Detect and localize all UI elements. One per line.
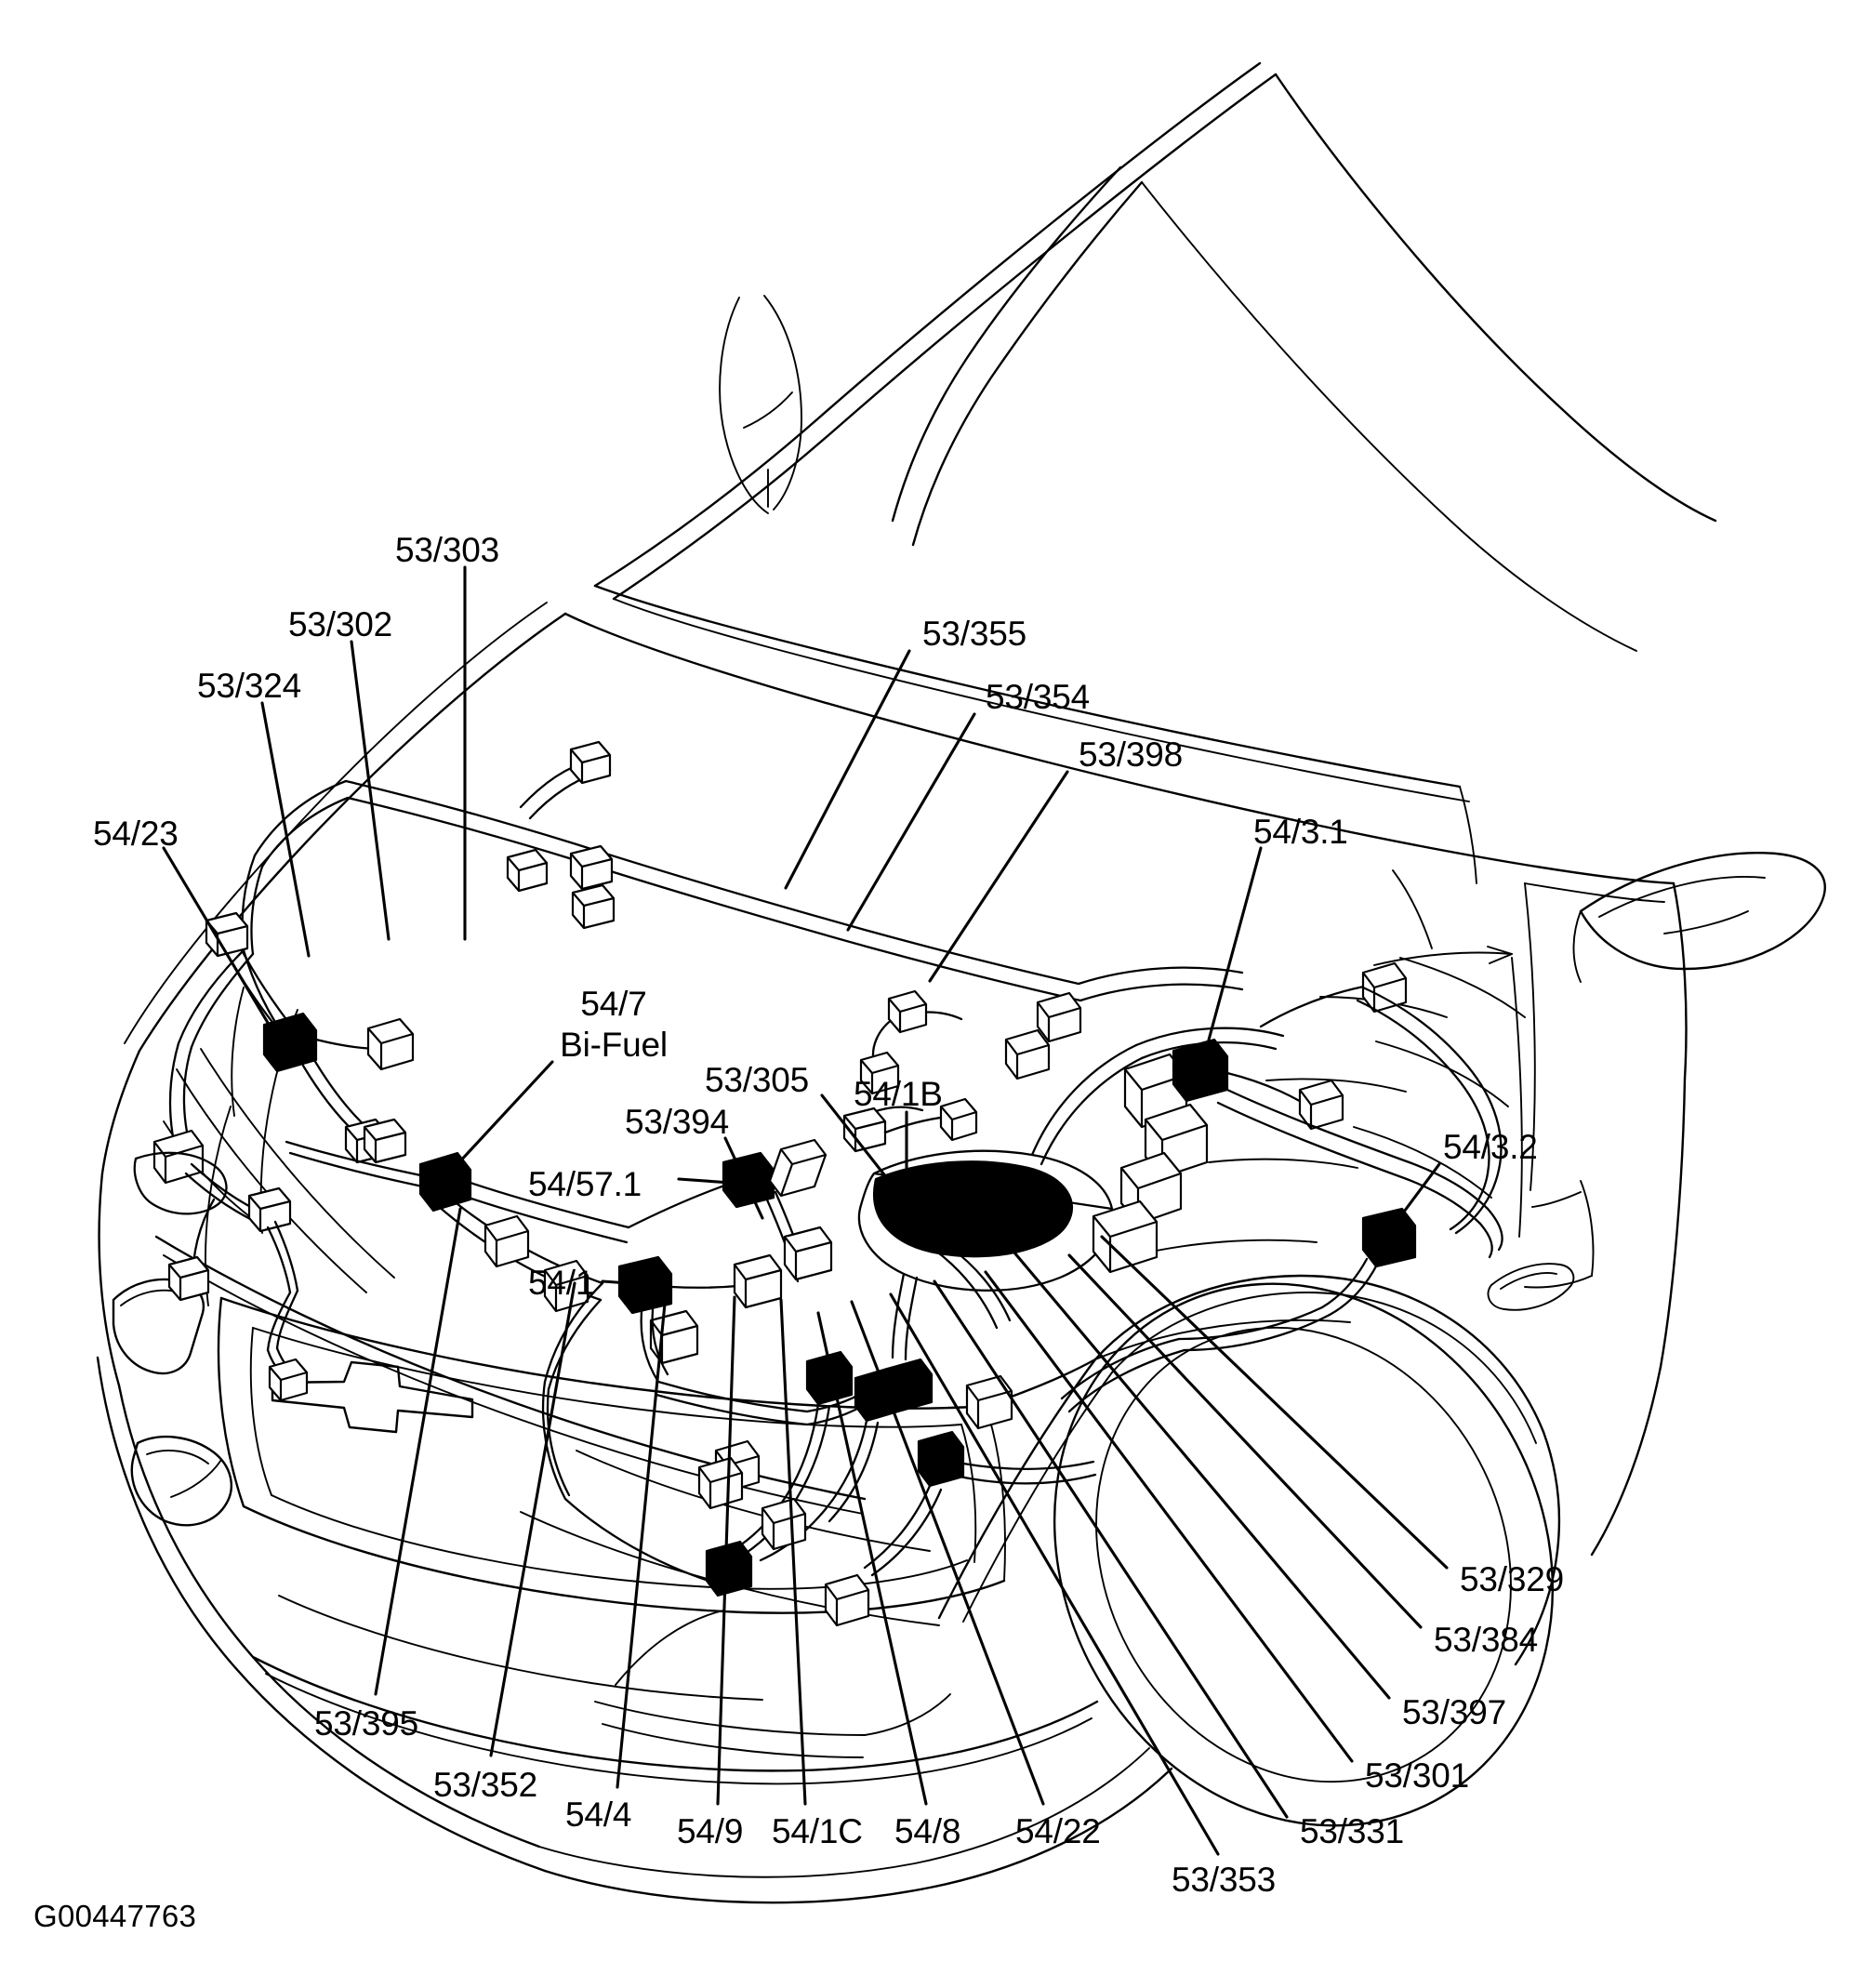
leader-53-354	[846, 712, 976, 932]
leader-53-305	[820, 1093, 902, 1197]
callout-label-54-23: 54/23	[93, 815, 179, 853]
leader-53-353	[889, 1292, 1220, 1856]
leader-53-352	[489, 1281, 576, 1757]
leader-54-8	[816, 1311, 928, 1806]
callout-label-53-305: 53/305	[705, 1061, 809, 1099]
callout-label-53-355: 53/355	[922, 615, 1026, 653]
leader-53-397	[1007, 1244, 1391, 1700]
callout-label-54-57-1: 54/57.1	[528, 1165, 642, 1203]
leader-54-9	[716, 1295, 736, 1806]
leader-53-398	[928, 770, 1069, 983]
callout-label-54-9: 54/9	[677, 1812, 744, 1850]
callout-label-54-1B: 54/1B	[854, 1075, 943, 1113]
leader-54-1C	[779, 1298, 807, 1806]
callout-label-54-22: 54/22	[1015, 1812, 1101, 1850]
callout-label-53-394: 53/394	[625, 1103, 729, 1141]
callout-label-53-329: 53/329	[1460, 1560, 1564, 1598]
figure-code: G00447763	[33, 1899, 197, 1933]
callout-label-53-352: 53/352	[433, 1766, 537, 1804]
vehicle-body-outline	[96, 61, 1826, 1904]
callout-label-53-395: 53/395	[314, 1704, 418, 1743]
leader-53-301	[984, 1270, 1354, 1763]
callout-label-53-324: 53/324	[197, 667, 301, 705]
callout-label-54-4: 54/4	[565, 1796, 632, 1834]
callout-label-54-3-2: 54/3.2	[1443, 1128, 1538, 1166]
leader-53-395	[374, 1207, 462, 1696]
leader-54-3-2	[1389, 1162, 1441, 1231]
callout-label-54-3-1: 54/3.1	[1253, 813, 1348, 851]
callout-label-53-353: 53/353	[1172, 1861, 1276, 1899]
wiring-harness-network	[133, 740, 1503, 1627]
callout-label-53-301: 53/301	[1365, 1756, 1469, 1795]
callout-label-54-7-line1: 54/7	[580, 985, 647, 1023]
leader-54-22	[850, 1300, 1045, 1806]
leader-53-329	[1100, 1235, 1449, 1570]
callout-label-53-354: 53/354	[986, 678, 1090, 716]
callout-label-53-302: 53/302	[288, 605, 392, 643]
leader-54-7	[444, 1060, 554, 1178]
leader-54-23	[162, 846, 281, 1043]
leader-53-324	[260, 701, 311, 958]
callout-label-54-1C: 54/1C	[772, 1812, 863, 1850]
callout-label-53-331: 53/331	[1300, 1812, 1404, 1850]
callout-leader-lines	[162, 565, 1449, 1856]
callout-label-54-1: 54/1	[528, 1264, 595, 1302]
leader-53-331	[933, 1279, 1289, 1819]
leader-53-394	[723, 1136, 764, 1220]
callout-label-53-398: 53/398	[1079, 736, 1183, 774]
leader-54-1	[601, 1279, 630, 1285]
leader-54-4	[616, 1292, 668, 1789]
callout-label-53-303: 53/303	[395, 531, 499, 569]
leader-53-355	[784, 649, 911, 890]
leader-54-57-1	[677, 1177, 733, 1185]
callout-label-53-384: 53/384	[1434, 1621, 1538, 1659]
leader-53-302	[350, 640, 391, 941]
callout-label-54-7: 54/7 Bi-Fuel	[558, 984, 669, 1065]
leader-53-384	[1067, 1253, 1423, 1629]
callout-label-53-397: 53/397	[1402, 1693, 1506, 1731]
callout-label-54-7-line2: Bi-Fuel	[560, 1025, 668, 1064]
leader-54-3-1	[1199, 846, 1263, 1069]
callout-label-54-8: 54/8	[894, 1812, 961, 1850]
